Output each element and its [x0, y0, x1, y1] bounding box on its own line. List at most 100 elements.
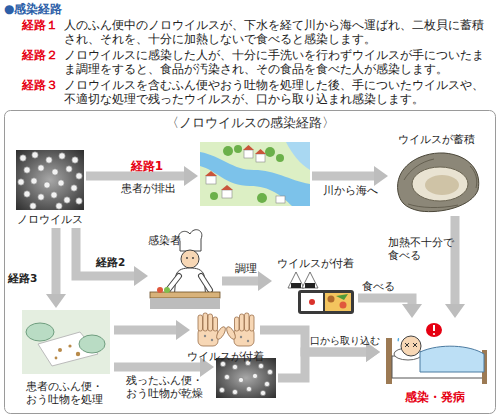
virus-photo [51, 192, 57, 198]
waste-handling-photo [22, 310, 110, 374]
river-scene [221, 185, 233, 190]
oyster-illustration [470, 166, 477, 188]
virus-photo [44, 182, 50, 188]
river-scene [206, 176, 216, 184]
river-box [198, 140, 312, 206]
patient-illustration [405, 343, 417, 347]
cook-illustration [181, 250, 199, 268]
dried-residue-photo [219, 360, 272, 395]
virus-photo [38, 165, 44, 171]
dried-residue-photo [267, 369, 272, 374]
dried-residue-photo [224, 374, 229, 379]
patient-illustration [397, 338, 399, 341]
flow-arrow [114, 363, 200, 372]
virus-photo [16, 150, 84, 210]
route-paragraph: 経路１人のふん便中のノロウイルスが、下水を経て川から海へ運ばれ、二枚貝に蓄積され… [22, 18, 490, 46]
oyster-illustration [408, 204, 458, 208]
waste-handling-photo [76, 352, 80, 356]
dried-residue-photo [252, 373, 257, 378]
hands-illustration [208, 314, 213, 331]
river-scene [276, 196, 285, 203]
river-scene [265, 147, 275, 157]
flow-arrow [278, 352, 366, 378]
dried-residue-photo [246, 386, 251, 391]
virus-photo [59, 153, 65, 159]
waste-handling-photo [55, 344, 81, 359]
waste-handling-photo [68, 344, 71, 347]
patient-illustration [433, 325, 435, 331]
waste-handling-photo [58, 348, 62, 352]
virus-photo [16, 150, 84, 210]
hands-illustration [204, 335, 249, 342]
node-caption: 感染者 [148, 234, 184, 247]
virus-photo [76, 173, 82, 179]
bento-illustration [309, 299, 315, 305]
bento-illustration [298, 290, 354, 314]
virus-box: ノロウイルス [14, 148, 86, 228]
arrow-label: 経路3 [8, 272, 50, 285]
cook-illustration [179, 230, 202, 251]
node-caption: 残ったふん便・おう吐物が乾燥 [126, 374, 204, 400]
virus-photo [31, 178, 37, 184]
waste-handling-photo [26, 323, 54, 341]
cook-illustration [201, 276, 210, 290]
river-scene [200, 142, 310, 206]
virus-photo [71, 185, 77, 191]
patient-illustration [386, 323, 487, 384]
cook-illustration [150, 298, 220, 309]
virus-photo [76, 198, 82, 204]
hands-illustration [215, 325, 227, 340]
patient-illustration [426, 323, 442, 337]
route-number: 経路1 [112, 159, 182, 173]
node-caption: ウイルスが付着 [272, 257, 358, 270]
food-box: ウイルスが付着 [272, 256, 358, 316]
arrow-label: 経路2 [96, 256, 140, 269]
river-scene [234, 145, 242, 153]
virus-photo [20, 155, 26, 161]
river-scene [222, 190, 232, 198]
virus-photo [38, 194, 44, 200]
residue-box: 残ったふん便・おう吐物が乾燥 [214, 356, 278, 400]
cook-illustration [192, 257, 194, 259]
virus-photo [18, 152, 82, 209]
virus-photo [52, 169, 58, 175]
river-scene [210, 192, 218, 200]
hands-illustration [245, 313, 250, 331]
flow-arrow [76, 228, 134, 276]
dried-residue-photo [260, 390, 265, 395]
patient-illustration [386, 338, 392, 384]
node-caption: ウイルスが蓄積 [388, 133, 484, 146]
bento-illustration [340, 302, 347, 309]
flow-arrow [114, 326, 176, 335]
river-scene [286, 142, 310, 170]
waste-handling-box: 患者のふん便・おう吐物を処理 [14, 308, 114, 408]
dried-residue-photo [232, 389, 237, 394]
river-scene [243, 145, 254, 150]
cook-illustration [164, 287, 170, 293]
oyster-illustration [404, 159, 434, 180]
bento-illustration [325, 293, 351, 311]
hands-illustration [198, 315, 203, 331]
hands-illustration [235, 317, 240, 331]
virus-photo [56, 203, 62, 209]
dried-residue-photo [258, 363, 263, 368]
route-description: ノロウイルスを含むふん便やおう吐物を処理した後、手についたウイルスや、不適切な処… [64, 78, 490, 106]
hands-illustration [203, 313, 208, 331]
virus-photo [18, 179, 24, 185]
flow-arrow [358, 298, 412, 304]
route-paragraph: 経路３ノロウイルスを含むふん便やおう吐物を処理した後、手についたウイルスや、不適… [22, 78, 490, 106]
cook-box: 感染者 [148, 232, 222, 312]
hands-illustration [213, 317, 218, 331]
patient-box: 感染・発病 [380, 318, 490, 408]
patient-illustration [433, 333, 435, 335]
dried-residue-photo [219, 387, 224, 392]
waste-handling-photo [79, 335, 105, 353]
dried-residue-photo [264, 381, 269, 386]
virus-photo [46, 157, 52, 163]
hands-illustration [211, 339, 213, 341]
flow-arrow [52, 228, 61, 294]
dried-residue-photo [238, 377, 243, 382]
hands-illustration [225, 325, 237, 340]
virus-photo [30, 203, 36, 209]
